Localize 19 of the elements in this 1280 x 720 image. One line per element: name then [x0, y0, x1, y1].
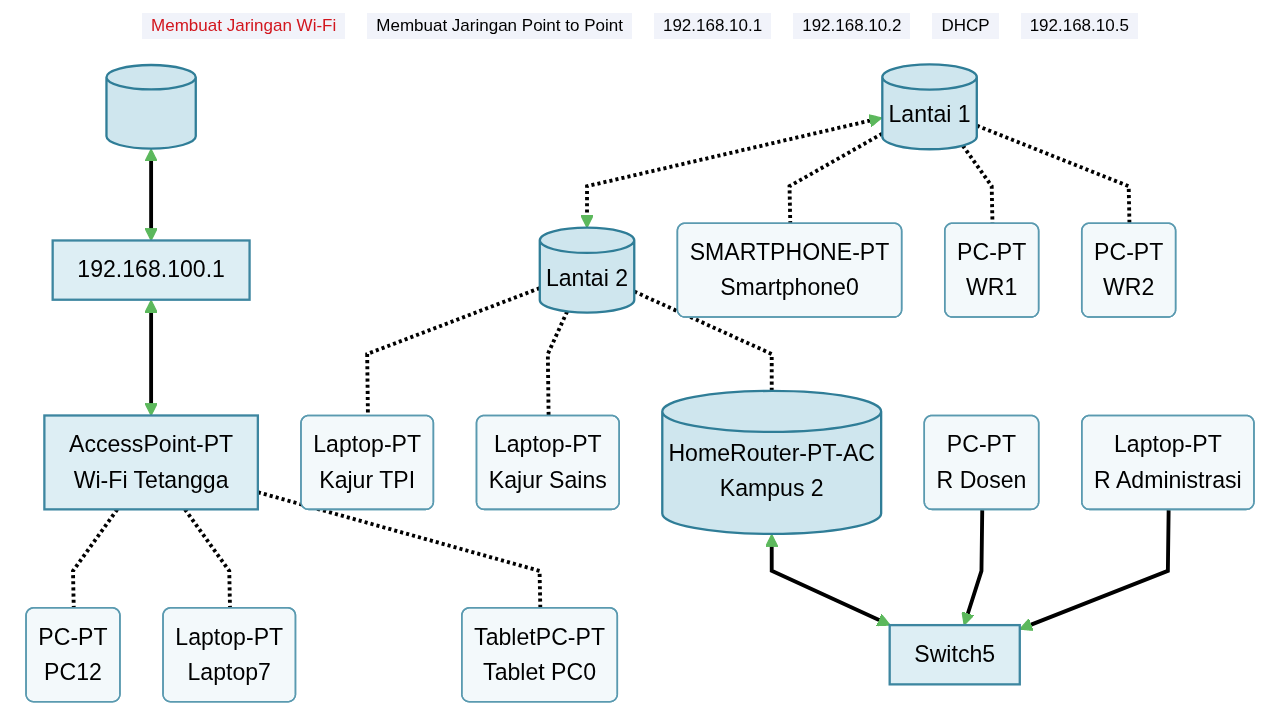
section-heading: Membuat Jaringan Point to Point — [367, 13, 632, 39]
note-label: DHCP — [932, 13, 999, 39]
arrow — [961, 510, 985, 626]
connector — [633, 289, 774, 391]
connector — [976, 123, 1132, 224]
arrow — [580, 114, 883, 229]
connector — [787, 131, 884, 224]
node-cylinder — [105, 63, 197, 150]
node-box: Switch5 — [888, 623, 1021, 686]
section-heading: Membuat Jaringan Wi-Fi — [142, 13, 346, 39]
node-box: AccessPoint-PT Wi-Fi Tetangga — [43, 414, 259, 511]
note-label: 192.168.10.5 — [1020, 13, 1138, 39]
arrow — [764, 533, 891, 627]
arrow — [1019, 510, 1171, 631]
connector — [257, 490, 543, 609]
node-box: 192.168.100.1 — [51, 239, 251, 301]
note-label: 192.168.10.2 — [793, 13, 911, 39]
note-label: 192.168.10.1 — [653, 13, 772, 39]
connector — [545, 310, 569, 417]
